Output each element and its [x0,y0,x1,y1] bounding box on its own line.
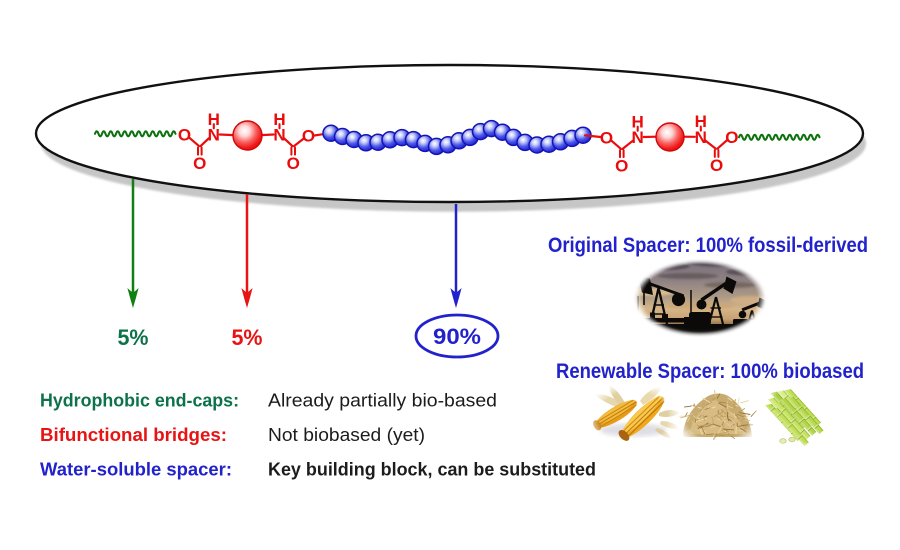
svg-text:Bifunctional bridges:: Bifunctional bridges: [40,425,227,445]
svg-text:O: O [287,154,300,173]
svg-text:Water-soluble spacer:: Water-soluble spacer: [40,459,232,479]
svg-text:Key building block, can be sub: Key building block, can be substituted [268,459,596,479]
svg-text:N: N [632,128,644,147]
svg-text:Original Spacer: 100% fossil-d: Original Spacer: 100% fossil-derived [548,234,868,257]
svg-text:O: O [725,128,738,147]
svg-text:H: H [695,112,707,131]
svg-text:O: O [178,126,191,145]
svg-text:Already partially bio-based: Already partially bio-based [268,391,497,411]
svg-text:Hydrophobic end-caps:: Hydrophobic end-caps: [40,391,239,411]
svg-text:5%: 5% [232,325,263,350]
svg-text:H: H [273,110,285,129]
svg-text:O: O [302,127,315,146]
svg-text:Not biobased (yet): Not biobased (yet) [268,425,425,445]
svg-text:O: O [600,128,613,147]
svg-text:O: O [193,154,206,173]
svg-text:N: N [273,126,285,145]
svg-text:H: H [632,112,644,131]
svg-text:N: N [208,126,220,145]
svg-text:N: N [695,128,707,147]
svg-text:5%: 5% [118,325,149,350]
svg-text:Renewable Spacer: 100% biobase: Renewable Spacer: 100% biobased [556,360,864,383]
svg-text:90%: 90% [433,324,481,349]
svg-text:H: H [208,110,220,129]
svg-text:O: O [710,156,723,175]
svg-text:O: O [615,156,628,175]
